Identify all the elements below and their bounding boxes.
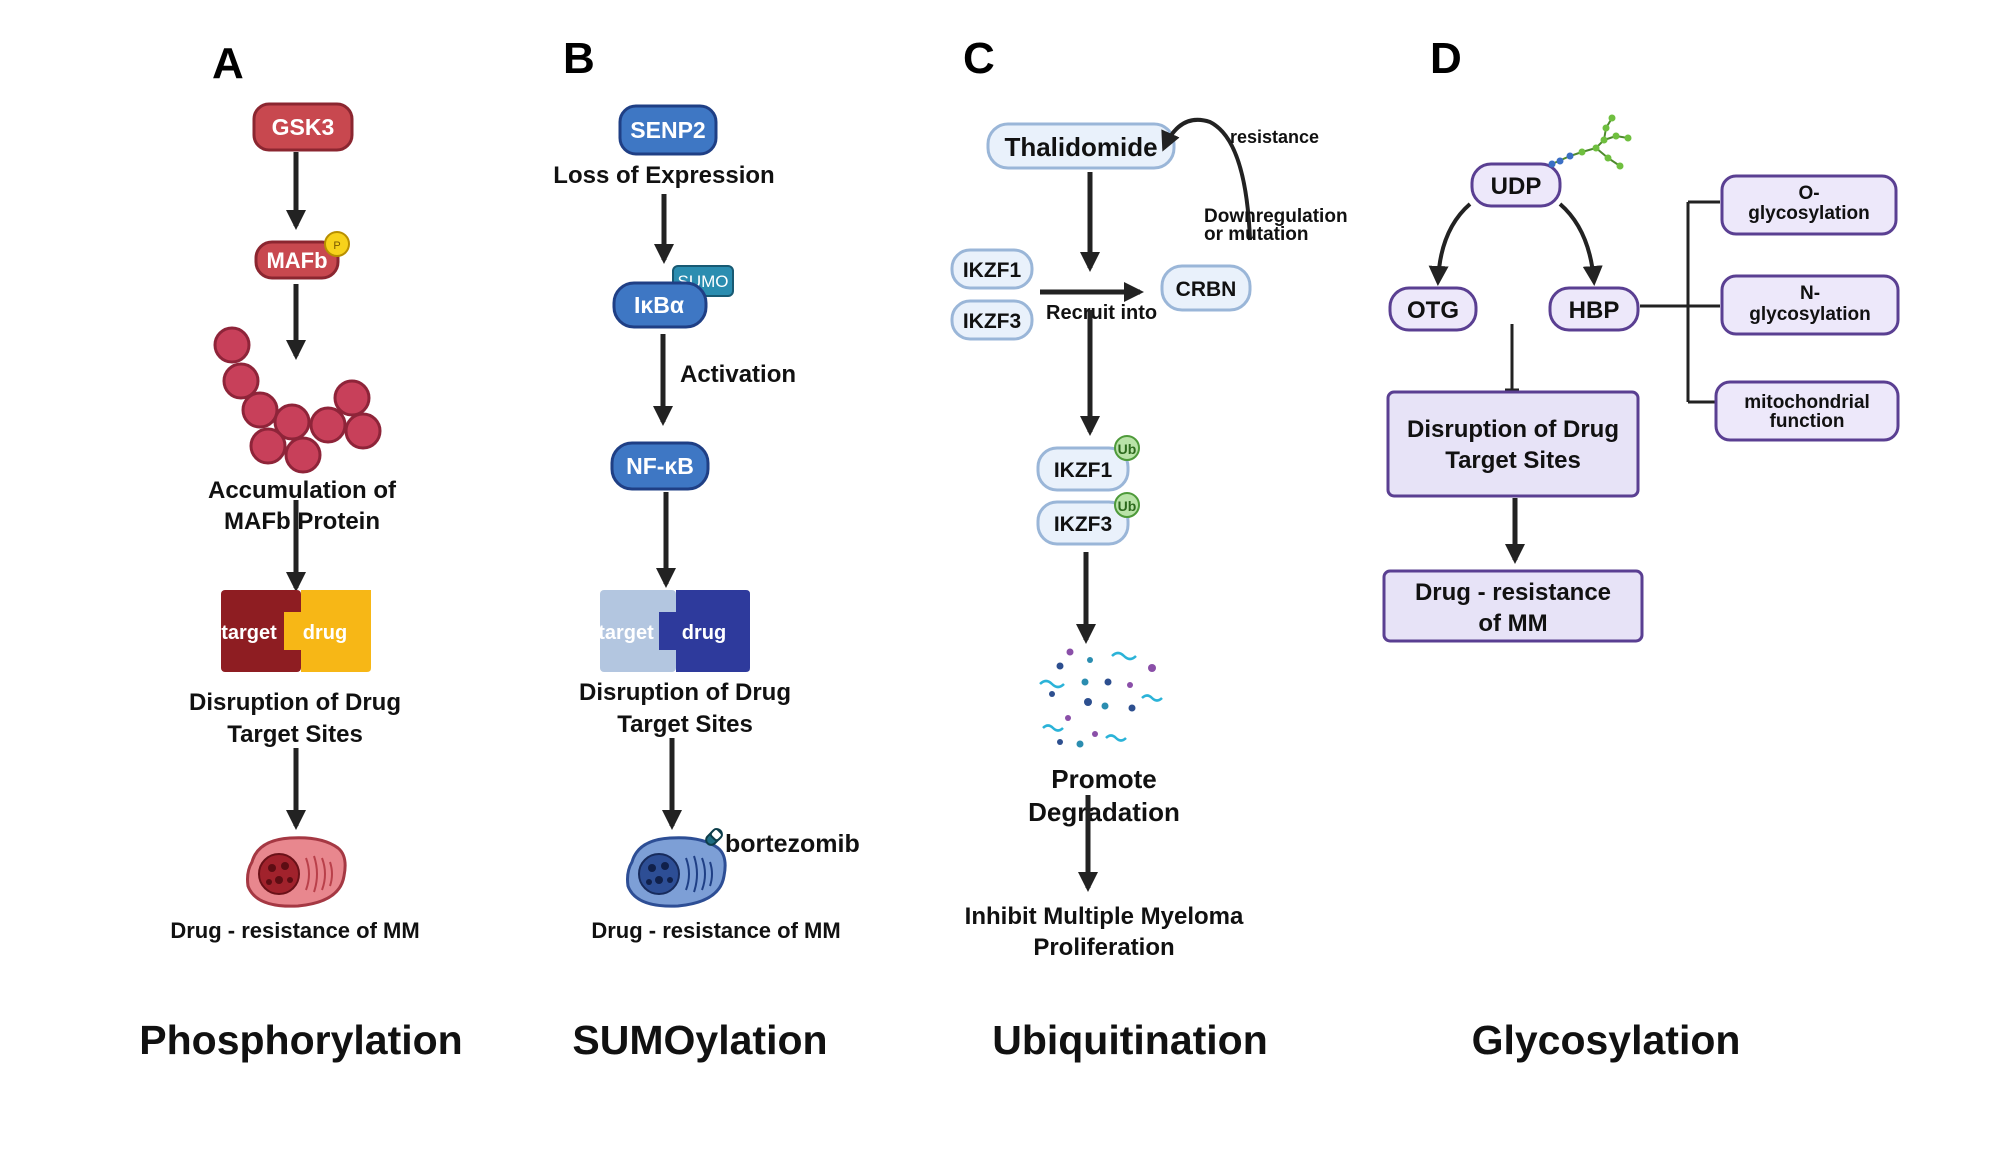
myeloma-cell-icon bbox=[246, 836, 347, 908]
mafb-label: MAFb bbox=[266, 248, 327, 273]
ikzf1-node-ub bbox=[1036, 446, 1130, 492]
puzzle-drug-label: drug bbox=[303, 622, 347, 644]
title-glycosylation: Glycosylation bbox=[1472, 1017, 1741, 1063]
crbn-label: CRBN bbox=[1176, 278, 1237, 301]
curved-arrow-icon bbox=[1161, 117, 1252, 241]
hbp-node bbox=[1548, 286, 1640, 332]
ikzf3-label-top: IKZF3 bbox=[963, 310, 1021, 333]
ikzf1-label-top: IKZF1 bbox=[963, 259, 1022, 282]
senp2-node bbox=[618, 104, 718, 156]
crbn-node bbox=[1160, 264, 1252, 312]
recruit-label: Recruit into bbox=[1046, 302, 1157, 324]
o-glycosylation-label-line2: glycosylation bbox=[1748, 203, 1869, 224]
title-sumoylation: SUMOylation bbox=[572, 1017, 827, 1063]
mitochondrial-label-line1: mitochondrial bbox=[1744, 392, 1870, 413]
arrow-udp-to-hbp bbox=[1558, 202, 1603, 286]
gsk3-node bbox=[252, 102, 354, 152]
resistance-label-b: Drug - resistance of MM bbox=[591, 918, 840, 943]
otg-label: OTG bbox=[1407, 297, 1459, 324]
ikzf3-node-ub bbox=[1036, 500, 1130, 546]
resistance-label-d-line1: Drug - resistance bbox=[1415, 579, 1611, 606]
panel-c-letter: C bbox=[963, 34, 995, 83]
ubiquitin-label-1: Ub bbox=[1118, 441, 1137, 457]
accumulation-label-line2: MAFb Protein bbox=[224, 508, 380, 535]
puzzle-target-label: target bbox=[221, 622, 277, 644]
ikba-label: IκBα bbox=[634, 292, 684, 318]
accumulation-label-line1: Accumulation of bbox=[208, 477, 397, 504]
disruption-label-a-line1: Disruption of Drug bbox=[189, 689, 401, 716]
phospho-badge-label: P bbox=[333, 240, 340, 252]
panel-d: D UDP OTG HBP bbox=[1382, 34, 1900, 1063]
senp2-label: SENP2 bbox=[630, 117, 705, 143]
mafb-node bbox=[254, 240, 340, 280]
panel-b: B SENP2 Loss of Expression SUMO IκBα Act… bbox=[553, 34, 859, 1063]
ubiquitin-icon bbox=[1114, 435, 1140, 461]
glycan-chain-icon bbox=[1548, 114, 1632, 170]
resistance-label-d-line2: of MM bbox=[1478, 610, 1547, 637]
disruption-label-b-line1: Disruption of Drug bbox=[579, 679, 791, 706]
downregulation-label-line2: or mutation bbox=[1204, 224, 1309, 245]
degradation-fragments-icon bbox=[1039, 648, 1163, 748]
protein-aggregate-icon bbox=[213, 326, 382, 474]
o-glycosylation-node bbox=[1720, 174, 1898, 236]
ikzf1-node-top bbox=[950, 248, 1034, 290]
thalidomide-label: Thalidomide bbox=[1004, 132, 1157, 162]
disruption-label-d-line1: Disruption of Drug bbox=[1407, 416, 1619, 443]
puzzle-drug-label-b: drug bbox=[682, 622, 726, 644]
ikzf3-label-ub: IKZF3 bbox=[1054, 513, 1112, 536]
puzzle-target-label-b: target bbox=[598, 622, 654, 644]
otg-node bbox=[1388, 286, 1478, 332]
puzzle-icon-b bbox=[600, 590, 750, 672]
ubiquitin-label-2: Ub bbox=[1118, 498, 1137, 514]
n-glycosylation-label-line1: N- bbox=[1800, 283, 1820, 304]
promote-label-line1: Promote bbox=[1051, 764, 1156, 794]
downregulation-label-line1: Downregulation bbox=[1204, 206, 1348, 227]
disruption-label-a-line2: Target Sites bbox=[227, 721, 363, 748]
activation-label: Activation bbox=[680, 361, 796, 388]
ikzf3-node-top bbox=[950, 299, 1034, 341]
myeloma-cell-icon-b bbox=[626, 836, 727, 908]
arrow-udp-to-otg bbox=[1428, 202, 1472, 286]
ikba-node bbox=[612, 281, 708, 329]
bortezomib-label: bortezomib bbox=[725, 830, 860, 858]
nfkb-label: NF-κB bbox=[626, 453, 694, 479]
promote-label-line2: Degradation bbox=[1028, 797, 1180, 827]
panel-c: C Thalidomide resistance Downregulation … bbox=[950, 34, 1348, 1063]
gsk3-label: GSK3 bbox=[272, 114, 335, 140]
inhibit-label-line2: Proliferation bbox=[1033, 934, 1174, 961]
mitochondrial-function-node bbox=[1714, 380, 1900, 442]
o-glycosylation-label-line1: O- bbox=[1798, 183, 1819, 204]
title-phosphorylation: Phosphorylation bbox=[139, 1017, 462, 1063]
n-glycosylation-node bbox=[1720, 274, 1900, 336]
panel-a-letter: A bbox=[212, 39, 244, 88]
udp-label: UDP bbox=[1491, 173, 1542, 200]
udp-node bbox=[1470, 162, 1562, 208]
n-glycosylation-label-line2: glycosylation bbox=[1749, 304, 1870, 325]
disruption-label-b-line2: Target Sites bbox=[617, 711, 753, 738]
hbp-branch-lines bbox=[1640, 200, 1720, 404]
nfkb-node bbox=[610, 441, 710, 491]
bortezomib-capsule-icon bbox=[705, 828, 723, 846]
disruption-node-d bbox=[1386, 390, 1640, 498]
title-ubiquitination: Ubiquitination bbox=[992, 1017, 1268, 1063]
hbp-label: HBP bbox=[1569, 297, 1620, 324]
loss-of-expression-label: Loss of Expression bbox=[553, 162, 774, 189]
resistance-label-a: Drug - resistance of MM bbox=[170, 918, 419, 943]
panel-d-letter: D bbox=[1430, 34, 1462, 83]
phospho-badge-icon bbox=[324, 231, 350, 257]
inhibit-label-line1: Inhibit Multiple Myeloma bbox=[965, 903, 1244, 930]
ubiquitin-icon-2 bbox=[1114, 492, 1140, 518]
disruption-label-d-line2: Target Sites bbox=[1445, 447, 1581, 474]
resistance-curve-label: resistance bbox=[1230, 127, 1319, 147]
ikzf1-label-ub: IKZF1 bbox=[1054, 459, 1113, 482]
puzzle-icon bbox=[221, 590, 371, 672]
resistance-node-d bbox=[1382, 569, 1644, 643]
panel-a: A GSK3 MAFb P Accumulation of MAFb Prote… bbox=[139, 39, 462, 1063]
mitochondrial-label-line2: function bbox=[1770, 411, 1845, 432]
panel-b-letter: B bbox=[563, 34, 595, 83]
